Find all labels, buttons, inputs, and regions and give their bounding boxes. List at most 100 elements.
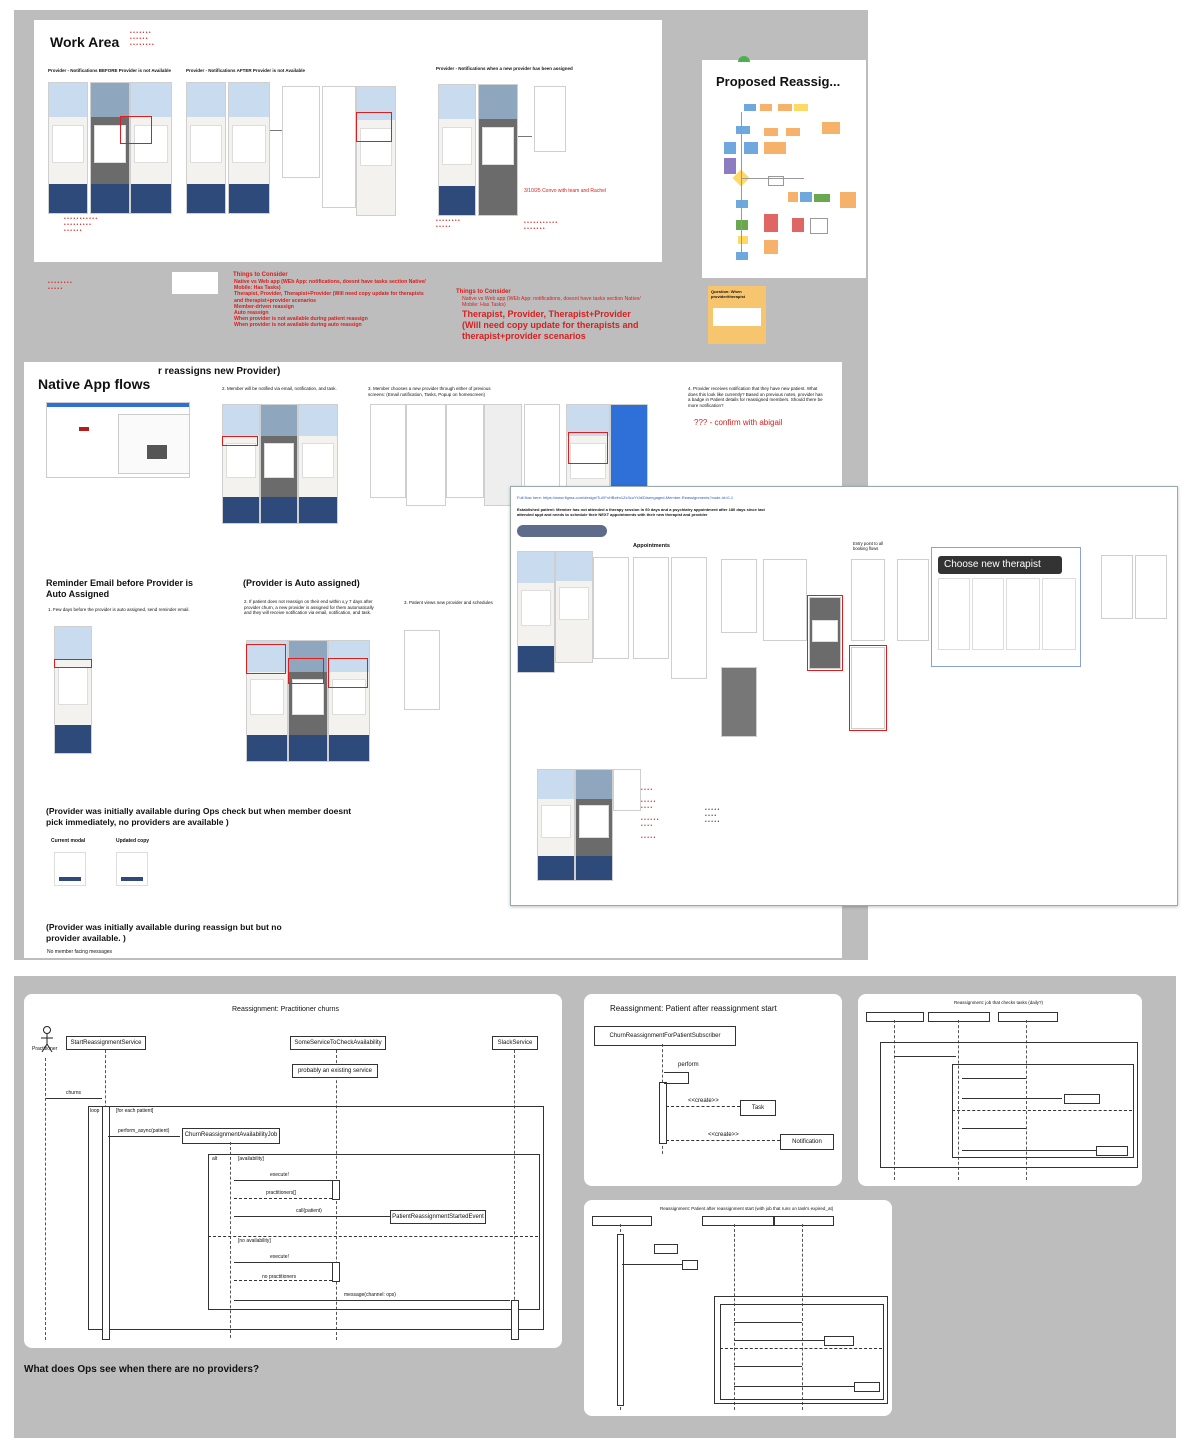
participant-box: SomeServiceToCheckAvailability: [290, 1036, 386, 1050]
flow-node: [792, 218, 804, 232]
question-table: [713, 308, 761, 326]
phone-mockup: [298, 404, 338, 524]
modal-mockup: [54, 852, 86, 886]
flow-node: [724, 158, 736, 174]
highlight-box: [54, 659, 92, 668]
activation-bar: [659, 1082, 667, 1144]
updated-copy-label: Updated copy: [116, 838, 150, 844]
activation-bar: [332, 1180, 340, 1200]
phone-mockup: [478, 84, 518, 216]
alt-frame: [208, 1154, 540, 1310]
confirm-text: ??? - confirm with abigail: [694, 418, 783, 427]
phone-mockup: [610, 404, 648, 502]
flow-node: [822, 122, 840, 134]
red-notes: • • • • • • • • • • •• • • • • • • • •• …: [64, 216, 98, 234]
highlight-box: [120, 116, 152, 144]
flow-node: [736, 220, 748, 230]
flow-arrow: [270, 130, 282, 131]
msg-arrow: [734, 1366, 802, 1367]
red-notes: • • • • • • • •• • • • •: [436, 218, 460, 230]
note-box: probably an existing service: [292, 1064, 378, 1078]
task-box: Task: [740, 1100, 776, 1116]
native-subtitle: r reassigns new Provider): [158, 366, 281, 377]
msg-perform: perform: [678, 1062, 699, 1068]
msg-return: [234, 1280, 332, 1281]
highlight-box: [849, 645, 887, 731]
msg-practitioners: practitioners[]: [266, 1190, 297, 1196]
gray-notes: • • • • •• • • •• • • • •: [705, 807, 720, 825]
alt-divider: [952, 1110, 1132, 1111]
msg-arrow: [734, 1322, 802, 1323]
auto-title: (Provider is Auto assigned): [243, 578, 360, 588]
things-list: Native vs Web app (WEb App: notification…: [234, 279, 430, 329]
phone-mockup: [90, 82, 130, 214]
alt-frame: [720, 1304, 884, 1400]
flow-node: [768, 176, 784, 186]
flow-connector: [742, 178, 804, 179]
phone-mockup: [809, 597, 841, 669]
reminder-step: 1. Few days before the provider is auto …: [48, 607, 190, 612]
flow-node: [764, 240, 778, 254]
phone-mockup: [282, 86, 320, 178]
alt-divider: [208, 1236, 538, 1237]
phone-mockup: [721, 667, 757, 737]
msg-arrow: [894, 1056, 956, 1057]
seq2-title: Reassignment: Patient after reassignment…: [610, 1004, 777, 1013]
msg-arrow: [622, 1264, 682, 1265]
webapp-screenshot: [118, 414, 190, 474]
highlight-box: [568, 432, 608, 464]
things-item: Native vs Web app (WEb App: notification…: [234, 279, 426, 292]
choose-therapist-frame: Choose new therapist: [931, 547, 1081, 667]
proposed-panel: Proposed Reassig...: [702, 56, 866, 278]
msg-arrow: [234, 1300, 510, 1301]
participant-box: [854, 1382, 880, 1392]
no-member-text: No member facing messages: [47, 949, 113, 955]
phone-mockup: [260, 404, 298, 524]
phone-mockup: [1101, 555, 1133, 619]
actor-label: Practitioner: [32, 1046, 58, 1052]
things-item: Auto reassign: [234, 310, 269, 317]
initially-text-2: (Provider was initially available during…: [46, 922, 282, 943]
lifeline: [802, 1224, 803, 1410]
no-avail-cond: [no availability]: [238, 1238, 271, 1244]
convo-note: 3/10/25 Convo with team and Rachel: [524, 188, 606, 194]
participant-box: [866, 1012, 924, 1022]
msg-return: [234, 1198, 332, 1199]
seq2-panel: Reassignment: Patient after reassignment…: [584, 994, 842, 1186]
phone-mockup: [537, 769, 575, 881]
msg-create1: <<create>>: [688, 1098, 719, 1104]
question-sticky: Question: When provider/therapist: [708, 286, 766, 344]
phone-mockup: [370, 404, 406, 498]
reminder-title: Reminder Email before Provider is Auto A…: [46, 578, 194, 599]
work-area-note: • • • • • • •• • • • • •• • • • • • • •: [130, 30, 154, 48]
section-assigned-title: Provider - Notifications when a new prov…: [436, 66, 573, 71]
phone-mockup: [555, 551, 593, 663]
phone-mockup: [130, 82, 172, 214]
modal-mockup: [116, 852, 148, 886]
phone-mockup: [524, 404, 560, 502]
phone-mockup: [534, 86, 566, 152]
self-loop: [664, 1072, 689, 1084]
flow-node: [744, 104, 756, 111]
things-item: When provider is not available during pa…: [234, 316, 368, 323]
participant-box: [998, 1012, 1058, 1022]
red-notes: • • • • • • • •• • • • •: [48, 280, 72, 292]
phone-mockup: [438, 84, 476, 216]
avatar: [738, 56, 750, 62]
msg-arrow: [108, 1136, 180, 1137]
current-modal-label: Current modal: [51, 838, 86, 844]
msg-create2: <<create>>: [708, 1132, 739, 1138]
participant-box: SlackService: [492, 1036, 538, 1050]
highlight-box: [807, 595, 843, 671]
things2-title: Things to Consider: [456, 289, 511, 295]
participant-box: [928, 1012, 990, 1022]
flow-arrow: [518, 136, 532, 137]
msg-arrow: [234, 1262, 334, 1263]
fullflow-link[interactable]: Full flow here: https://www.figma.com/de…: [517, 495, 734, 500]
red-notes: • • • •• • • • •• • • •• • • • • •• • • …: [641, 787, 659, 841]
flow-node: [778, 104, 792, 111]
step4-text: 4. Provider receives notification that t…: [688, 386, 823, 408]
msg-arrow: [962, 1150, 1096, 1151]
auto-step3: 3. Patient views new provider and schedu…: [404, 600, 493, 605]
participant-box: [824, 1336, 854, 1346]
